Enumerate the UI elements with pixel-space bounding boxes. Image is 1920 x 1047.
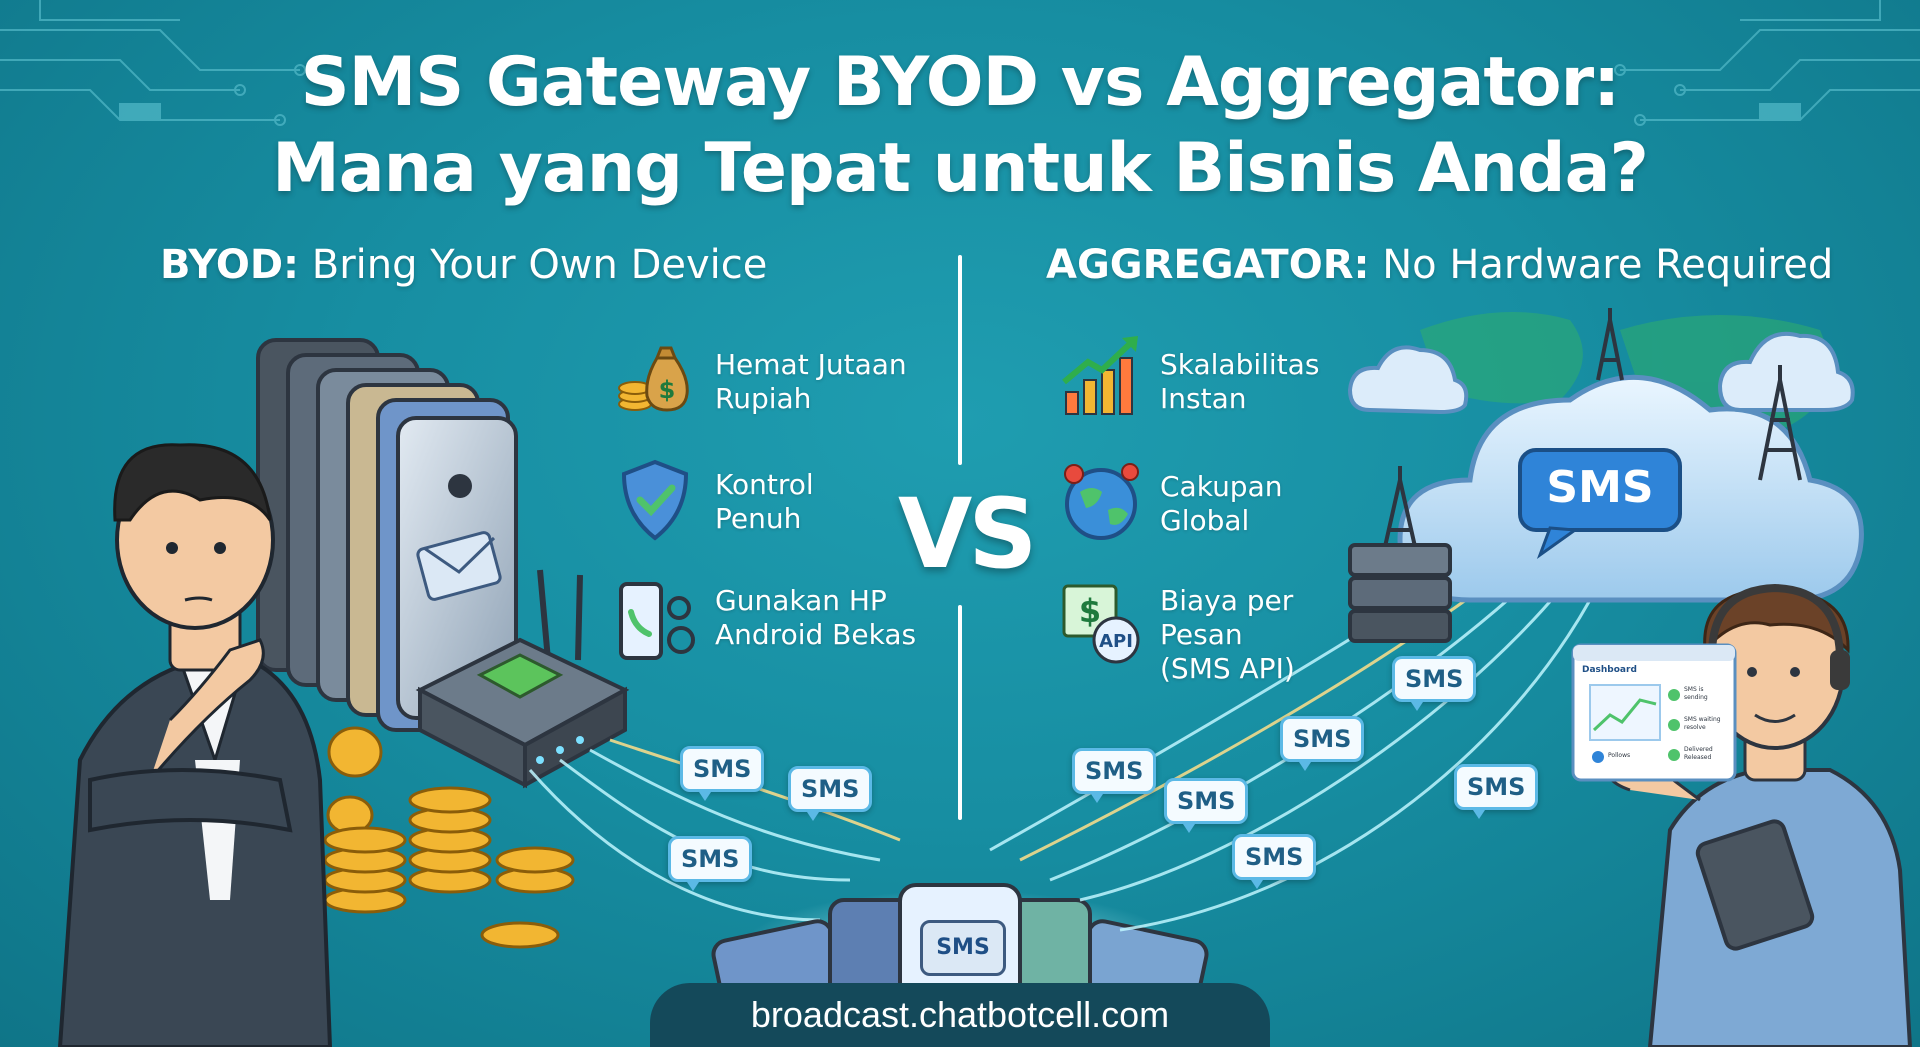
small-cloud-right xyxy=(1717,331,1855,412)
sms-bubble: SMS xyxy=(680,746,765,801)
sms-bubble: SMS xyxy=(1232,834,1317,889)
divider-bottom xyxy=(958,605,962,820)
api-billing-icon: $ API xyxy=(1058,580,1144,666)
divider-top xyxy=(958,255,962,465)
small-cloud-left xyxy=(1347,345,1469,415)
aggregator-heading: AGGREGATOR: No Hardware Required xyxy=(1046,242,1833,288)
phone-gear-icon xyxy=(615,578,701,664)
byod-feature-1-label: Hemat Jutaan Rupiah xyxy=(715,348,907,415)
page-title-line-1: SMS Gateway BYOD vs Aggregator: xyxy=(300,43,1621,122)
byod-heading-rest: Bring Your Own Device xyxy=(299,242,768,288)
byod-heading-bold: BYOD: xyxy=(160,242,300,288)
dashboard-row-1: SMS is sending xyxy=(1684,686,1708,701)
phone-sms-bubble: SMS xyxy=(920,920,1006,976)
aggregator-heading-rest: No Hardware Required xyxy=(1369,242,1834,288)
dashboard-title: Dashboard xyxy=(1582,665,1637,675)
dashboard-row-2: SMS waiting resolve xyxy=(1684,716,1721,731)
vs-label: VS xyxy=(898,478,1037,590)
dashboard-panel-illustration xyxy=(1571,643,1737,782)
sms-bubble: SMS xyxy=(1072,748,1157,803)
circuit-decoration-left xyxy=(0,0,306,126)
sms-cloud-illustration xyxy=(1397,374,1864,603)
sms-bubble: SMS xyxy=(1454,764,1539,819)
sms-bubble: SMS xyxy=(668,836,753,891)
envelope-icon xyxy=(416,531,502,601)
money-bag-icon: $ xyxy=(615,338,695,418)
dashboard-footer: Pollows xyxy=(1608,752,1631,759)
circuit-decoration-right xyxy=(1614,0,1920,126)
globe-icon xyxy=(1058,458,1144,544)
tower-icons xyxy=(1380,308,1802,561)
byod-heading: BYOD: Bring Your Own Device xyxy=(160,242,767,288)
router-illustration xyxy=(415,569,630,789)
page-title-line-2: Mana yang Tepat untuk Bisnis Anda? xyxy=(272,129,1649,208)
dashboard-row-3: Delivered Released xyxy=(1684,746,1713,761)
website-url: broadcast.chatbotcell.com xyxy=(650,983,1270,1047)
thinking-man-illustration xyxy=(57,443,333,1047)
shield-check-icon xyxy=(618,458,692,542)
cloud-sms-label: SMS xyxy=(1546,462,1654,513)
byod-feature-2-label: Kontrol Penuh xyxy=(715,468,814,535)
aggregator-heading-bold: AGGREGATOR: xyxy=(1046,242,1370,288)
growth-chart-icon xyxy=(1058,332,1144,418)
aggregator-feature-1-label: Skalabilitas Instan xyxy=(1160,348,1320,415)
sms-bubble: SMS xyxy=(1280,716,1365,771)
byod-feature-3-label: Gunakan HP Android Bekas xyxy=(715,584,917,651)
sms-bubble: SMS xyxy=(1164,778,1249,833)
sms-bubble: SMS xyxy=(1392,656,1477,711)
phone-stack-illustration xyxy=(256,338,518,732)
coin-stacks xyxy=(323,726,575,949)
sms-bubble: SMS xyxy=(788,766,873,821)
aggregator-feature-3-label: Biaya per Pesan (SMS API) xyxy=(1160,584,1295,685)
svg-text:$: $ xyxy=(1079,592,1101,630)
svg-text:$: $ xyxy=(659,376,676,404)
svg-text:API: API xyxy=(1099,631,1133,652)
server-rack-illustration xyxy=(1348,543,1452,643)
aggregator-feature-2-label: Cakupan Global xyxy=(1160,470,1283,537)
